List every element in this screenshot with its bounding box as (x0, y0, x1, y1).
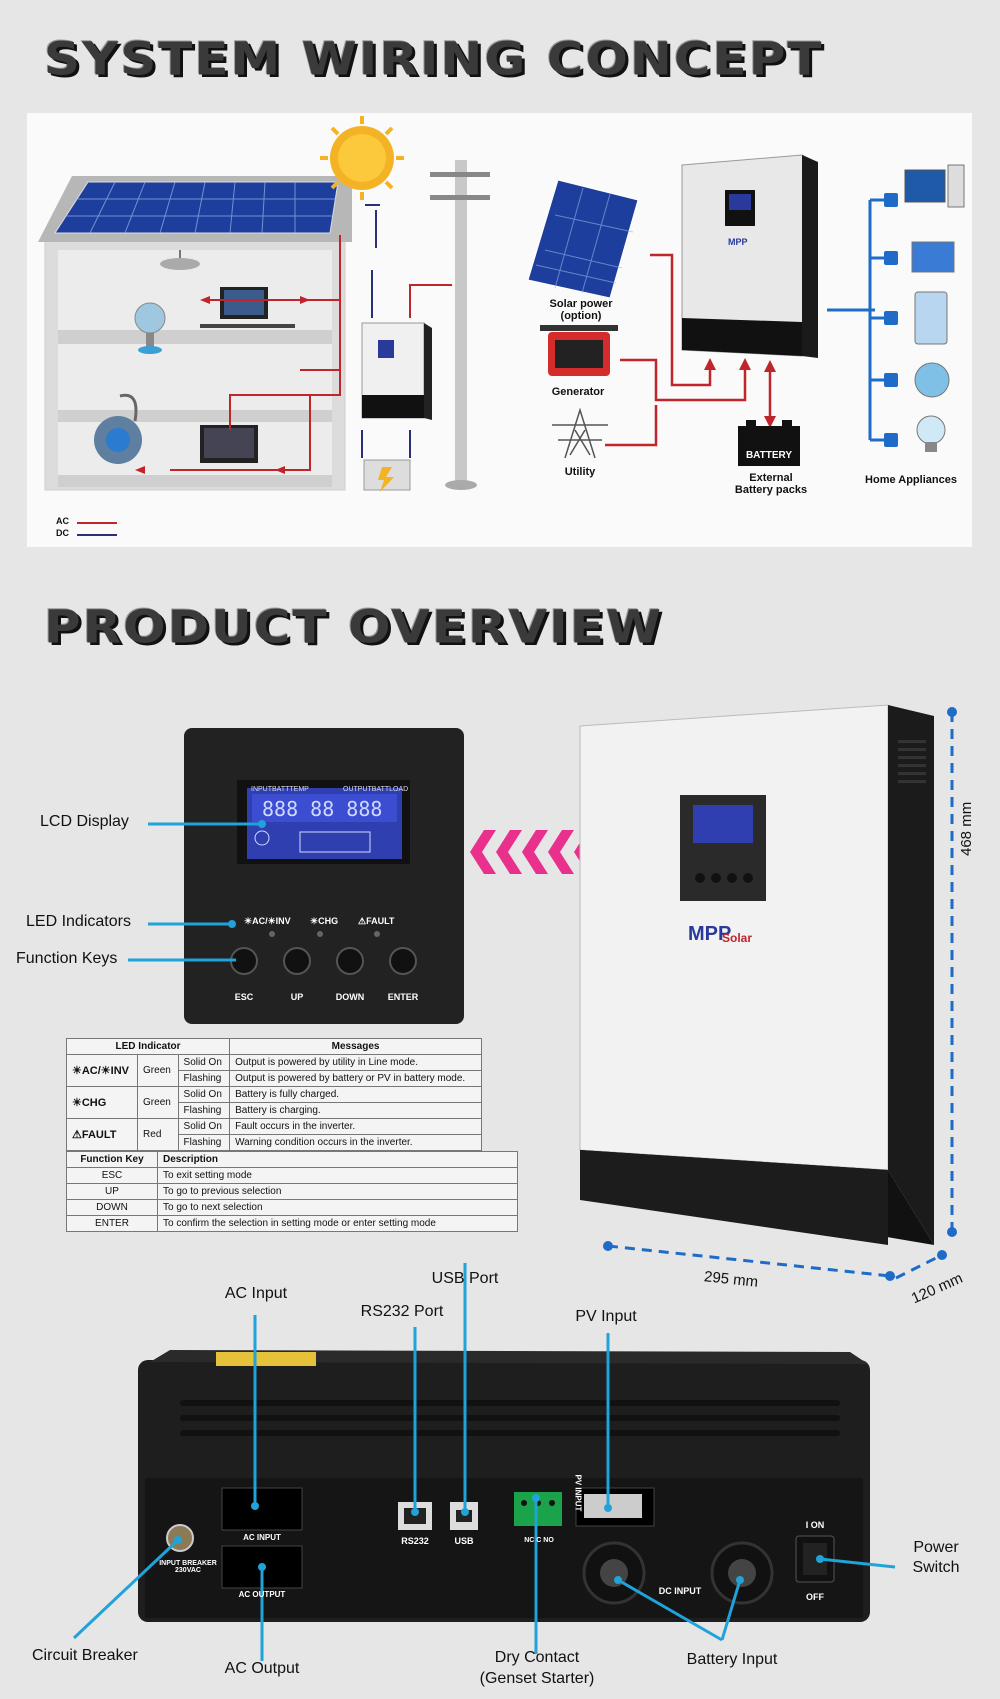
solar-power-label: Solar power (option) (549, 298, 613, 322)
house-illustration (38, 116, 404, 491)
circuit-breaker-callout: Circuit Breaker (32, 1647, 138, 1664)
device-ac-output-label: AC OUTPUT (238, 1590, 286, 1599)
inverter-small (361, 322, 432, 420)
device-on-label: I ON (805, 1520, 825, 1530)
legend-ac: AC (56, 516, 69, 526)
device-breaker-label: INPUT BREAKER 230VAC (159, 1560, 217, 1574)
table-row: ☀AC/☀INV Green Solid On Output is powere… (65, 1054, 482, 1087)
led-table-header-led: LED Indicator (65, 1038, 231, 1055)
lcd-top-right: OUTPUTBATTLOAD (343, 786, 409, 793)
key-enter[interactable]: ENTER (387, 992, 419, 1002)
external-battery-label: External Battery packs (734, 472, 808, 496)
led-label-chg: ☀CHG (310, 916, 339, 926)
generator-label: Generator (551, 386, 605, 398)
key-down[interactable]: DOWN (335, 992, 365, 1002)
dry-contact-callout: Dry Contact (Genset Starter) (479, 1649, 595, 1687)
ac-output-callout: AC Output (224, 1660, 300, 1677)
device-ac-input-label: AC INPUT (243, 1533, 281, 1542)
rs232-port-callout: RS232 Port (360, 1303, 444, 1320)
table-row: ⚠FAULT Red Solid On Fault occurs in the … (65, 1118, 482, 1151)
table-row: Flashing Warning condition occurs in the… (67, 1134, 482, 1151)
battery-box-label: BATTERY (745, 450, 793, 461)
fk-header-desc: Description (157, 1151, 518, 1168)
battery-input-callout: Battery Input (686, 1651, 778, 1668)
led-label-fault: ⚠FAULT (358, 916, 395, 926)
device-pv-input-label: PV INPUT (573, 1474, 583, 1512)
home-appliances-label: Home Appliances (865, 474, 957, 486)
device-usb-label: USB (454, 1536, 474, 1546)
led-table-header-msg: Messages (229, 1038, 482, 1055)
svg-text:MPP: MPP (728, 237, 748, 247)
height-dimension: 468 mm (958, 801, 975, 856)
lcd-display-callout: LCD Display (40, 813, 129, 830)
key-up[interactable]: UP (290, 992, 304, 1002)
table-row: ☀CHG Green Solid On Battery is fully cha… (65, 1086, 482, 1119)
led-label-ac-inv: ☀AC/☀INV (244, 916, 291, 926)
key-esc[interactable]: ESC (234, 992, 254, 1002)
pv-input-callout: PV Input (575, 1308, 637, 1325)
svg-text:888 88 888: 888 88 888 (262, 797, 382, 821)
table-row: Flashing Battery is charging. (67, 1102, 482, 1119)
product-overview-heading: PRODUCT OVERVIEW (44, 600, 664, 654)
device-nc-no-label: NC C NO (524, 1537, 554, 1544)
system-wiring-heading: SYSTEM WIRING CONCEPT (44, 32, 824, 86)
usb-port-callout: USB Port (431, 1270, 499, 1287)
power-switch-callout: Power Switch (912, 1539, 960, 1576)
fk-header-key: Function Key (66, 1151, 158, 1168)
device-off-label: OFF (806, 1592, 824, 1602)
svg-text:Solar: Solar (722, 931, 752, 945)
utility-label: Utility (564, 466, 596, 478)
led-indicator-table: LED Indicator Messages ☀AC/☀INV Green So… (65, 1038, 482, 1151)
ac-input-callout: AC Input (224, 1285, 288, 1302)
led-indicators-callout: LED Indicators (26, 913, 131, 930)
svg-text:MPP: MPP (688, 923, 731, 945)
device-rs232-label: RS232 (401, 1536, 429, 1546)
function-keys-callout: Function Keys (16, 950, 118, 967)
legend-dc: DC (56, 528, 69, 538)
device-dc-input-label: DC INPUT (658, 1586, 702, 1596)
lcd-top-left: INPUTBATTTEMP (251, 786, 309, 793)
